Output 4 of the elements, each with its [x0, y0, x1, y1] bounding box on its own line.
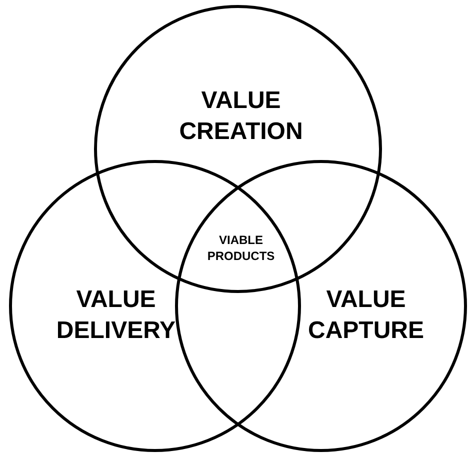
circle-label: VALUE CAPTURE	[306, 285, 425, 346]
circle-label: VALUE CREATION	[178, 86, 304, 147]
intersection-label: VIABLE PRODUCTS	[206, 232, 276, 264]
circle-label: VALUE DELIVERY	[55, 285, 177, 346]
